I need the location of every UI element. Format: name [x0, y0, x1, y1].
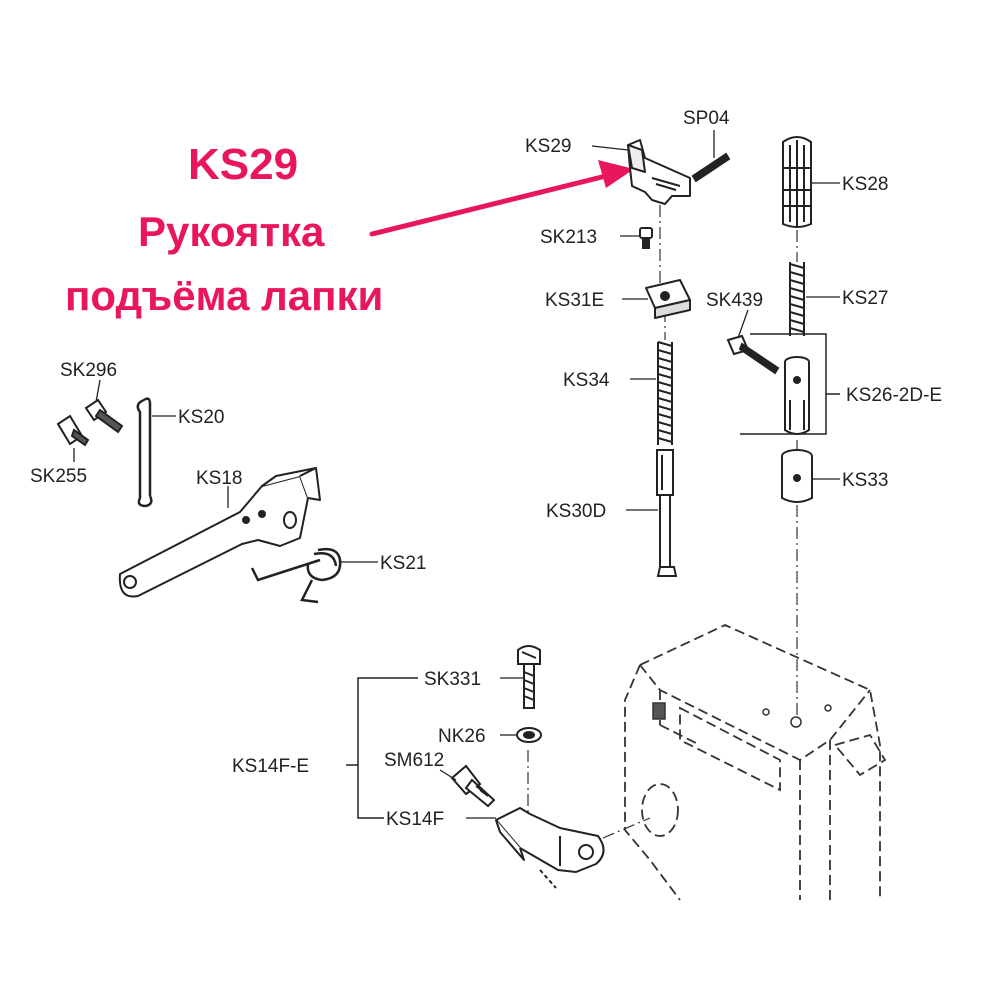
label-ks34: KS34 [563, 370, 610, 391]
leader-lines [73, 130, 840, 819]
label-ks31e: KS31E [545, 290, 604, 311]
label-sk255: SK255 [30, 466, 87, 487]
part-sk213-screw [639, 227, 653, 249]
machine-head-details [652, 702, 832, 728]
highlighted-part-name-line1: Рукоятка [138, 208, 325, 255]
part-sm612-screw [450, 764, 496, 808]
part-ks33-collar [781, 449, 813, 503]
part-ks30d-rod [656, 449, 678, 577]
part-ks18-lever [118, 467, 321, 598]
label-sp04: SP04 [683, 108, 730, 129]
part-ks31e-block [645, 279, 691, 319]
part-ks20-spring-link [136, 397, 153, 508]
highlighted-part-name-line2: подъёма лапки [65, 272, 384, 319]
callout-arrow [369, 169, 625, 237]
label-ks30d: KS30D [546, 501, 606, 522]
part-sk296-screw [84, 398, 124, 434]
callout-arrowhead [598, 160, 634, 188]
label-ks26-2d-e: KS26-2D-E [846, 385, 942, 406]
label-ks20: KS20 [178, 407, 224, 428]
label-sk213: SK213 [540, 227, 597, 248]
part-ks26-2d-e-bushing [784, 356, 810, 435]
label-sm612: SM612 [384, 750, 444, 771]
part-ks14f-bracket [495, 807, 605, 889]
part-ks28-knob [782, 136, 812, 228]
label-ks29: KS29 [525, 136, 571, 157]
part-ks21-torsion-spring [250, 547, 342, 604]
label-ks14f-e: KS14F-E [232, 756, 309, 777]
label-nk26: NK26 [438, 726, 486, 747]
part-ks34-spring [657, 341, 673, 445]
part-ks27-spring [789, 262, 805, 336]
part-ks29-lever [627, 139, 691, 205]
label-ks21: KS21 [380, 553, 426, 574]
label-sk296: SK296 [60, 360, 117, 381]
label-ks28: KS28 [842, 174, 888, 195]
ks14f-e-group-bracket [346, 677, 418, 819]
part-sk439-screw [726, 334, 780, 375]
part-nk26-nut [516, 727, 542, 743]
label-ks14f: KS14F [386, 809, 444, 830]
part-sk331-screw [517, 645, 541, 709]
label-ks33: KS33 [842, 470, 888, 491]
label-ks18: KS18 [196, 468, 242, 489]
ks26-2d-e-group-bracket [740, 333, 840, 435]
part-sk255-screw [56, 414, 90, 447]
highlighted-part-code: KS29 [188, 140, 299, 189]
label-sk439: SK439 [706, 290, 763, 311]
part-sp04-pin [691, 152, 731, 183]
label-sk331: SK331 [424, 669, 481, 690]
machine-head-housing [624, 624, 887, 901]
label-ks27: KS27 [842, 288, 888, 309]
